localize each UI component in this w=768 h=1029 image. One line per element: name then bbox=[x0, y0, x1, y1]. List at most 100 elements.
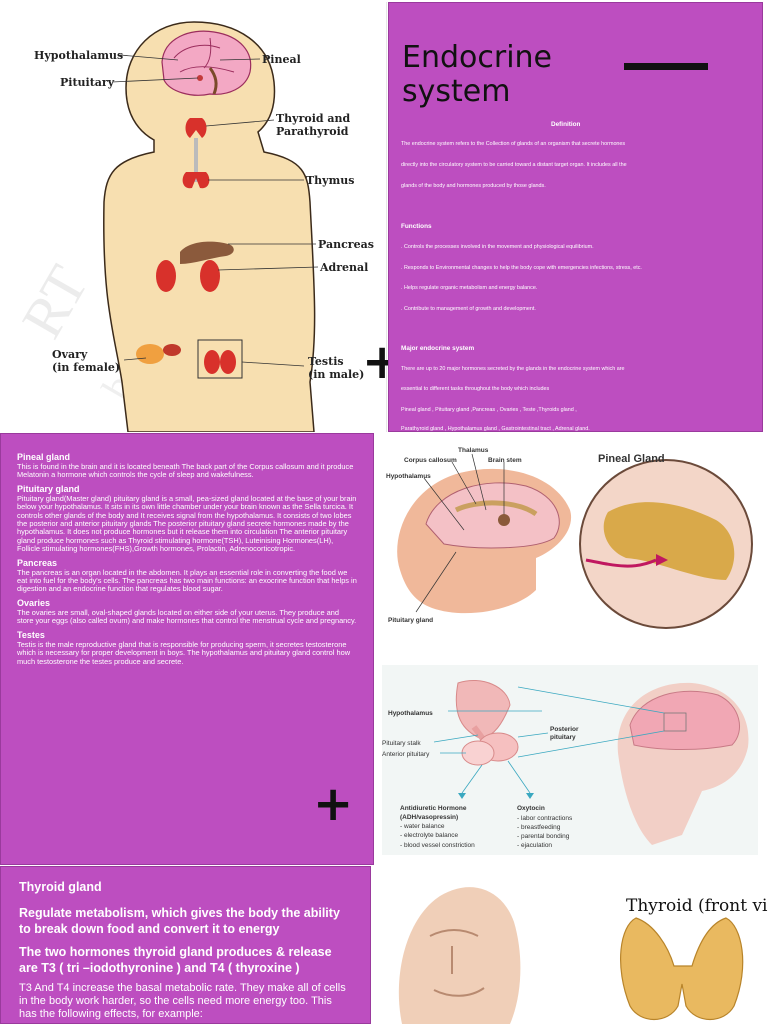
section-text-pineal: This is found in the brain and it is loc… bbox=[17, 462, 354, 480]
label-anterior-pituitary: Anterior pituitary bbox=[382, 751, 430, 758]
thyroid-front-view-image: Thyroid (front view) bbox=[378, 866, 768, 1024]
brain-folds bbox=[173, 37, 235, 73]
label-thalamus: Thalamus bbox=[458, 447, 489, 454]
arrow-head bbox=[526, 793, 534, 799]
major-system-line: There are up to 20 major hormones secret… bbox=[401, 366, 625, 372]
glands-text: Pineal gland This is found in the brain … bbox=[1, 434, 373, 666]
function-item: . Responds to Environmental changes to h… bbox=[401, 265, 642, 271]
title-line: Endocrine bbox=[402, 40, 552, 75]
adh-item: - water balance bbox=[400, 823, 445, 830]
definition-line: directly into the circulatory system to … bbox=[401, 162, 627, 168]
section-heading-testes: Testes bbox=[17, 629, 45, 640]
label-testis-male: (in male) bbox=[308, 368, 364, 381]
pituitary-figure: Hypothalamus Pituitary stalk Anterior pi… bbox=[382, 679, 749, 849]
function-item: . Controls the processes involved in the… bbox=[401, 244, 594, 250]
title-line: system bbox=[402, 74, 511, 109]
glands-panel: Pineal gland This is found in the brain … bbox=[0, 433, 374, 865]
thyroid-caption: Thyroid (front view) bbox=[626, 896, 768, 916]
face-features bbox=[429, 929, 485, 997]
thyroid-shape bbox=[185, 118, 207, 138]
label-pancreas: Pancreas bbox=[318, 238, 374, 251]
thyroid-para: T3 And T4 increase the basal metabolic r… bbox=[19, 982, 346, 1020]
hypothalamus-shape bbox=[455, 679, 511, 740]
label-testis: Testis bbox=[308, 355, 344, 368]
label-hypothalamus: Hypothalamus bbox=[34, 49, 123, 62]
pointer-arrow-head bbox=[656, 554, 668, 566]
section-heading-pancreas: Pancreas bbox=[17, 557, 58, 568]
adh-title: Antidiuretic Hormone bbox=[400, 805, 467, 812]
ovary-shape bbox=[136, 344, 164, 364]
functions-heading: Functions bbox=[401, 223, 432, 230]
label-pineal-gland: Pineal Gland bbox=[598, 453, 665, 465]
pituitary-hormones-diagram: Hypothalamus Pituitary stalk Anterior pi… bbox=[382, 665, 758, 855]
oxytocin-item: - breastfeeding bbox=[517, 824, 561, 831]
leader-lines bbox=[433, 686, 665, 794]
endocrine-body-diagram: RT be published bbox=[9, 2, 387, 433]
label-ovary-female: (in female) bbox=[52, 361, 120, 374]
body-figure: RT be published bbox=[9, 21, 374, 433]
pineal-zoom bbox=[603, 502, 735, 580]
leader-lines bbox=[415, 453, 505, 613]
label-adrenal: Adrenal bbox=[319, 261, 368, 274]
testis-shape bbox=[220, 350, 236, 374]
label-posterior: Posterior bbox=[550, 726, 579, 733]
leader-lines bbox=[111, 54, 319, 367]
label-hypothalamus: Hypothalamus bbox=[388, 710, 433, 717]
thyroid-para: Regulate metabolism, which gives the bod… bbox=[19, 906, 340, 936]
title-dash bbox=[624, 63, 708, 70]
testis-box bbox=[197, 339, 243, 379]
testis-shape bbox=[204, 350, 220, 374]
pineal-gland-diagram: Thalamus Corpus callosum Brain stem Hypo… bbox=[386, 440, 762, 630]
pituitary-dot bbox=[197, 75, 203, 81]
label-pituitary-stalk: Pituitary stalk bbox=[382, 740, 421, 747]
label-pituitary: Pituitary bbox=[60, 76, 115, 89]
major-system-heading: Major endocrine system bbox=[401, 345, 475, 352]
thyroid-panel: Thyroid gland Regulate metabolism, which… bbox=[0, 866, 371, 1024]
section-heading-pituitary: Pituitary gland bbox=[17, 483, 80, 494]
major-system-line: Pineal gland , Pituitary gland ,Pancreas… bbox=[401, 407, 577, 413]
label-pineal: Pineal bbox=[262, 53, 301, 66]
thyroid-heading: Thyroid gland bbox=[19, 880, 102, 894]
section-text-pituitary: Pituitary gland(Master gland) pituitary … bbox=[17, 493, 357, 554]
section-text-pancreas: The pancreas is an organ located in the … bbox=[17, 567, 357, 594]
major-system-line: essential to different tasks throughout … bbox=[401, 386, 550, 392]
zoom-box bbox=[663, 712, 687, 732]
label-corpus-callosum: Corpus callosum bbox=[404, 457, 457, 464]
oxytocin-item: - ejaculation bbox=[517, 842, 552, 849]
adh-subtitle: (ADH/vasopressin) bbox=[400, 814, 458, 821]
corpus-callosum bbox=[454, 500, 538, 517]
face-shape bbox=[398, 887, 521, 1024]
page-title: Endocrine system bbox=[402, 41, 602, 109]
label-thymus: Thymus bbox=[306, 174, 354, 187]
anterior-lobe-shape bbox=[461, 740, 495, 766]
oxytocin-title: Oxytocin bbox=[517, 805, 545, 812]
pancreas-shape bbox=[180, 241, 234, 264]
arrow-head bbox=[458, 793, 466, 799]
label-ovary: Ovary bbox=[52, 348, 88, 361]
thyroid-para: The two hormones thyroid gland produces … bbox=[19, 945, 332, 975]
major-system-line: Parathyroid gland , Hypothalamus gland ,… bbox=[401, 426, 590, 432]
oxytocin-item: - labor contractions bbox=[517, 815, 573, 822]
adh-item: - blood vessel constriction bbox=[400, 842, 475, 849]
definition-line: glands of the body and hormones produced… bbox=[401, 183, 546, 189]
label-brain-stem: Brain stem bbox=[488, 457, 522, 464]
thymus-shape bbox=[182, 172, 210, 189]
definition-panel: Endocrine system Definition The endocrin… bbox=[388, 2, 763, 432]
thyroid-text: Thyroid gland Regulate metabolism, which… bbox=[1, 867, 370, 1021]
label-parathyroid: Parathyroid bbox=[276, 125, 349, 138]
section-text-testes: Testis is the male reproductive gland th… bbox=[17, 639, 351, 666]
thyroid-figure: Thyroid (front view) bbox=[398, 887, 768, 1024]
function-item: . Contribute to management of growth and… bbox=[401, 306, 536, 312]
label-posterior-pituitary: pituitary bbox=[550, 734, 576, 741]
thyroid-shape bbox=[620, 917, 744, 1020]
section-heading-pineal: Pineal gland bbox=[17, 452, 71, 462]
label-thyroid: Thyroid and bbox=[276, 112, 351, 125]
brain bbox=[161, 30, 252, 96]
brain bbox=[425, 482, 560, 549]
pineal-figure: Thalamus Corpus callosum Brain stem Hypo… bbox=[386, 447, 753, 629]
watermark: RT bbox=[14, 255, 101, 349]
trachea bbox=[194, 138, 198, 182]
adh-item: - electrolyte balance bbox=[400, 832, 459, 839]
function-item: . Helps regulate organic metabolism and … bbox=[401, 285, 538, 291]
definition-heading: Definition bbox=[551, 121, 581, 128]
